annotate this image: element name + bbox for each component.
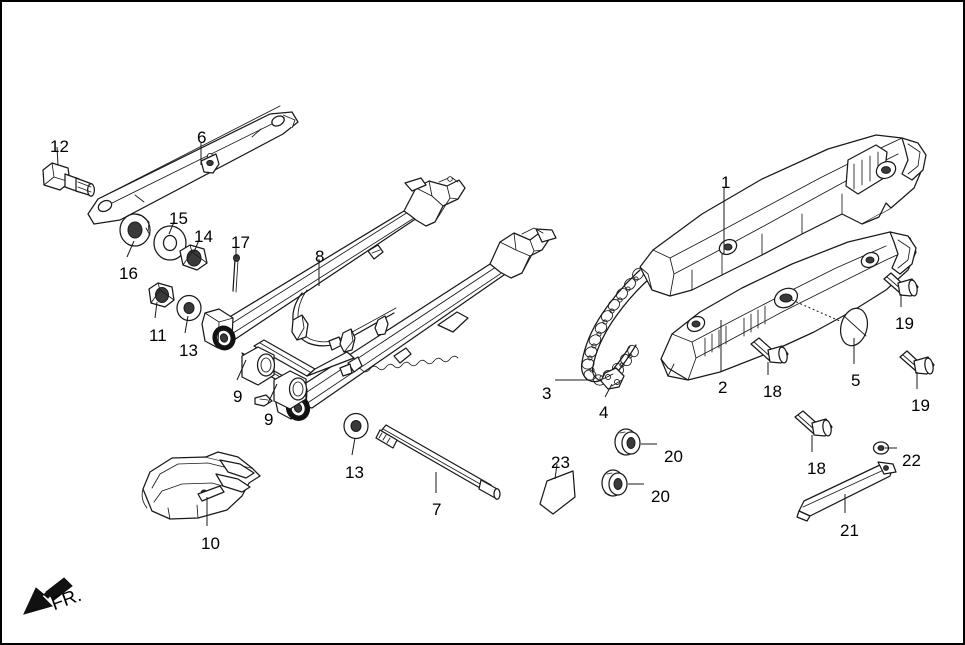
callout-label-chain-slider-guide: 10	[201, 534, 220, 553]
callout-label-hex-stud-bolt: 12	[50, 137, 69, 156]
part-7-pivot-bolt-long	[375, 424, 501, 500]
front-direction-arrow	[23, 577, 73, 615]
part-12-hex-stud-bolt	[42, 162, 96, 197]
callout-label-oval-cap-plug: 5	[851, 371, 861, 390]
part-15-flat-washer	[153, 225, 187, 261]
callout-label-flange-bolt: 18	[807, 459, 826, 478]
part-18a-flange-bolt	[750, 337, 789, 364]
leader-line-flat-shim-plate	[554, 463, 558, 480]
callout-label-swingarm-assembly: 8	[315, 247, 325, 266]
callout-label-pivot-collar-bushing: 9	[233, 387, 243, 406]
leader-line-plain-washer	[351, 437, 356, 456]
callout-label-chain-case-lower-cover: 2	[718, 378, 728, 397]
part-23-flat-shim-plate	[539, 470, 576, 515]
leader-line-spring-lock-washer	[126, 240, 135, 258]
callout-label-sealing-washer: 20	[651, 487, 670, 506]
callout-label-plain-washer: 13	[345, 463, 364, 482]
part-16-spring-lock-washer	[119, 213, 151, 247]
callout-label-flange-bolt-short: 19	[911, 396, 930, 415]
callout-label-pivot-collar-bushing: 9	[264, 410, 274, 429]
leader-line-pivot-collar-bushing	[267, 383, 278, 404]
callout-label-sealing-washer: 20	[664, 447, 683, 466]
part-21-chain-adjuster-rod	[796, 461, 897, 522]
part-13b-plain-washer	[343, 412, 369, 440]
part-20a-sealing-washer	[614, 428, 641, 456]
callout-label-chain-adjuster-rod: 21	[840, 521, 859, 540]
part-19b-flange-bolt-short	[899, 350, 935, 375]
part-11-cap-nut	[148, 282, 175, 308]
part-9b-collar	[273, 370, 308, 410]
leader-line-chain-master-link	[604, 383, 613, 398]
callout-label-chain-case-upper-cover: 1	[721, 173, 731, 192]
leader-line-hex-stud-bolt	[56, 146, 59, 166]
leader-line-plain-washer	[184, 315, 189, 334]
callout-label-hex-nut: 14	[194, 227, 213, 246]
part-8-swingarm-assembly	[201, 176, 557, 421]
part-6-torque-rod	[87, 105, 299, 225]
part-17-cotter-pin	[232, 254, 240, 293]
part-10-chain-slider-guide	[141, 451, 261, 520]
callout-label-pivot-bolt-long: 7	[432, 500, 442, 519]
callout-label-flange-bolt: 18	[763, 382, 782, 401]
callout-label-drive-chain: 3	[542, 384, 552, 403]
part-19a-flange-bolt-short	[883, 272, 919, 297]
leader-line-flat-washer	[168, 221, 175, 235]
callout-label-chain-master-link: 4	[599, 403, 609, 422]
part-9a-collar	[241, 346, 276, 386]
callout-leader-lines	[56, 142, 918, 526]
leader-line-pivot-collar-bushing	[236, 359, 247, 381]
part-2-chain-case-lower-cover	[660, 231, 917, 381]
leader-line-hex-nut	[193, 239, 200, 253]
callout-label-plain-washer: 13	[179, 341, 198, 360]
callout-label-flat-shim-plate: 23	[551, 453, 570, 472]
callout-label-split-cotter-pin: 17	[231, 233, 250, 252]
callout-label-small-washer: 22	[902, 451, 921, 470]
part-20b-sealing-washer	[601, 469, 628, 497]
part-18b-flange-bolt	[794, 410, 833, 437]
part-4-chain-master-link	[600, 367, 625, 390]
callout-label-flat-washer: 15	[169, 209, 188, 228]
callout-label-spring-lock-washer: 16	[119, 264, 138, 283]
callout-label-cap-nut: 11	[149, 326, 167, 345]
part-14-hex-nut	[179, 244, 208, 271]
part-5-oval-cap-plug	[791, 299, 869, 347]
leader-line-cap-nut	[154, 301, 158, 319]
callout-label-torque-rod: 6	[197, 128, 207, 147]
callout-label-flange-bolt-short: 19	[895, 314, 914, 333]
part-13a-plain-washer	[176, 294, 202, 322]
